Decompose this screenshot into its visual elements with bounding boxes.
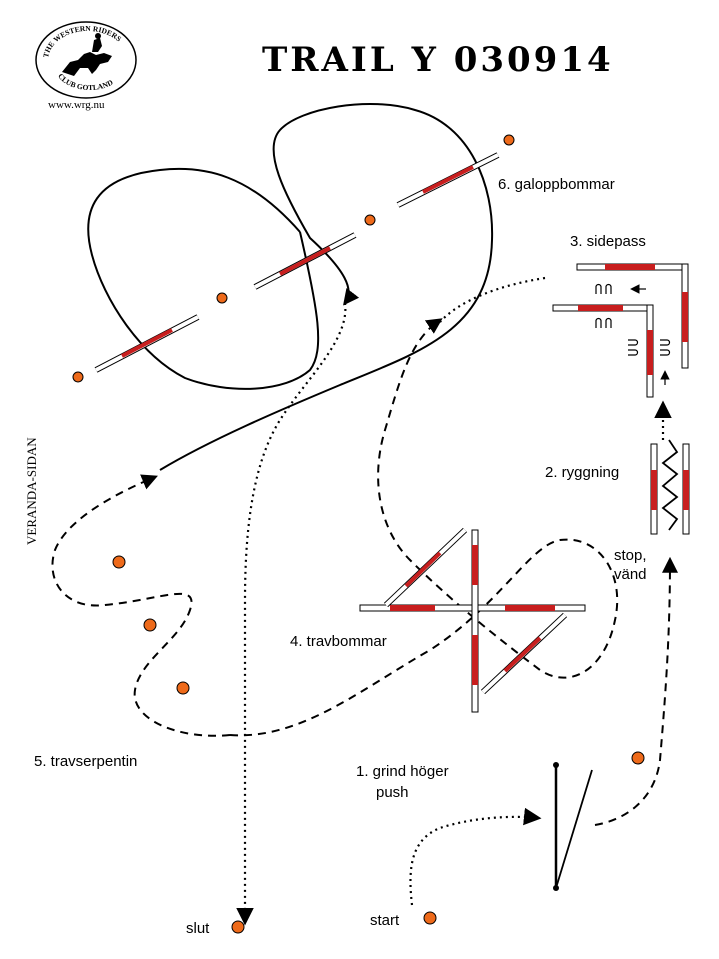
cone-icon	[176, 681, 190, 695]
stop-label: stop, vänd	[614, 546, 647, 584]
cone-icon	[143, 618, 157, 632]
sidepass-approach-path	[439, 276, 546, 323]
cone-icon	[112, 555, 126, 569]
cone-icon	[631, 751, 645, 765]
station-1-line-2: push	[376, 784, 409, 801]
station-1-label: 1. grind höger push	[356, 761, 449, 803]
cone-icon	[423, 911, 437, 925]
station-4-label: 4. travbommar	[290, 633, 387, 650]
gallop-loop-left	[87, 167, 320, 390]
station-6-label: 6. galoppbommar	[498, 176, 615, 193]
station-2-label: 2. ryggning	[545, 464, 620, 481]
sidepass-poles	[552, 263, 689, 398]
finish-label: slut	[186, 920, 210, 937]
backup-poles	[650, 439, 690, 535]
pole-icon	[253, 232, 357, 290]
gate-to-stop-path	[594, 556, 678, 826]
cone-icon	[231, 920, 245, 934]
pole-icon	[396, 152, 500, 208]
hoof-print-icon	[595, 283, 671, 356]
dotted-finish-path	[236, 302, 347, 926]
stop-line-2: vänd	[614, 566, 647, 583]
zigzag-path	[661, 439, 679, 531]
gallop-poles	[94, 152, 500, 373]
cone-icon	[216, 292, 228, 304]
club-logo: THE WESTERN RIDERS CLUB GOTLAND	[35, 21, 137, 99]
page-title: TRAIL Y 030914	[262, 40, 614, 80]
gate	[553, 762, 593, 891]
trot-serpentine-path	[51, 474, 231, 737]
stop-line-1: stop,	[614, 547, 647, 564]
start-to-gate-path	[409, 807, 542, 906]
club-url: www.wrg.nu	[48, 99, 105, 111]
pole-icon	[94, 314, 200, 373]
side-label: VERANDA-SIDAN	[24, 437, 39, 545]
arrow-icon	[630, 284, 670, 385]
trot-poles	[359, 527, 586, 713]
station-5-label: 5. travserpentin	[34, 753, 138, 770]
station-1-line-1: 1. grind höger	[356, 763, 449, 780]
cones	[72, 134, 645, 934]
station-3-label: 3. sidepass	[570, 233, 646, 250]
horse-rider-logo-icon	[62, 33, 112, 76]
start-label: start	[370, 912, 400, 929]
cone-icon	[72, 371, 84, 383]
cone-icon	[503, 134, 515, 146]
cone-icon	[364, 214, 376, 226]
gallop-loop-path	[159, 102, 494, 471]
